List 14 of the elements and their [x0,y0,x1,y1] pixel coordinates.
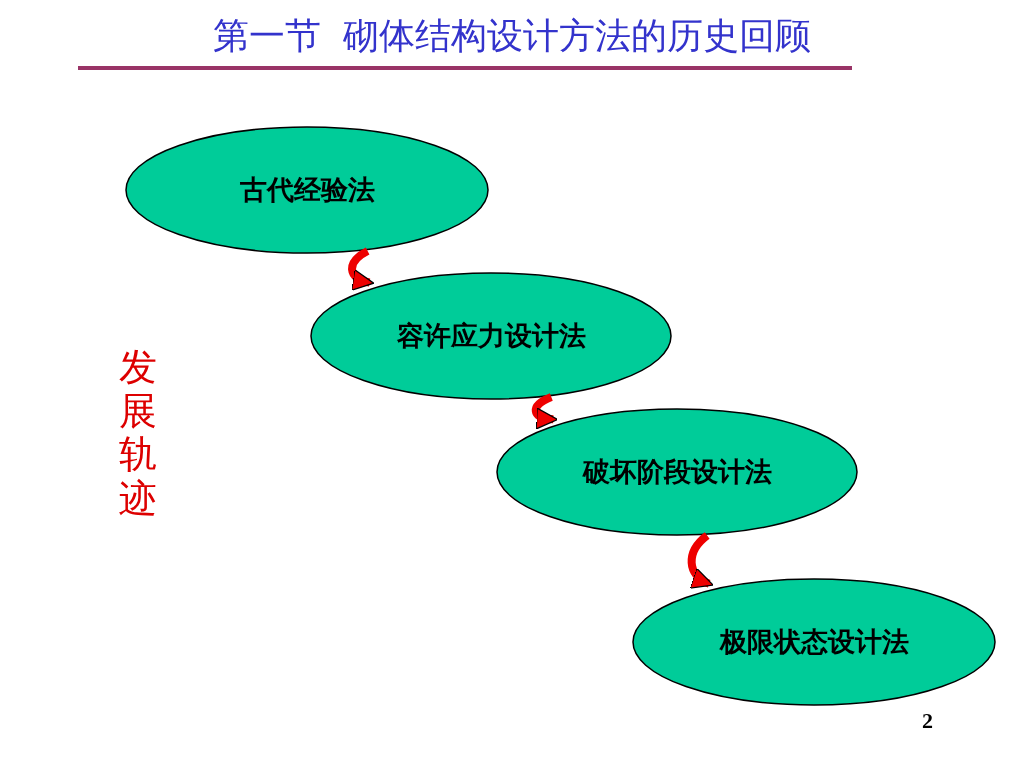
process-ellipse [496,408,858,536]
process-ellipse [632,578,996,706]
process-ellipse [125,126,489,254]
method-label: 破坏阶段设计法 [582,455,772,489]
method-label: 古代经验法 [239,173,375,207]
curved-arrow [348,247,375,290]
curved-arrow [532,393,559,429]
slide-title: 第一节 砌体结构设计方法的历史回顾 [211,14,813,58]
method-label: 容许应力设计法 [396,319,586,353]
process-ellipse [310,272,672,400]
curved-arrow [687,532,714,588]
method-label: 极限状态设计法 [719,625,909,659]
vertical-label: 发展轨迹 [119,346,157,521]
page-number: 2 [922,708,933,734]
